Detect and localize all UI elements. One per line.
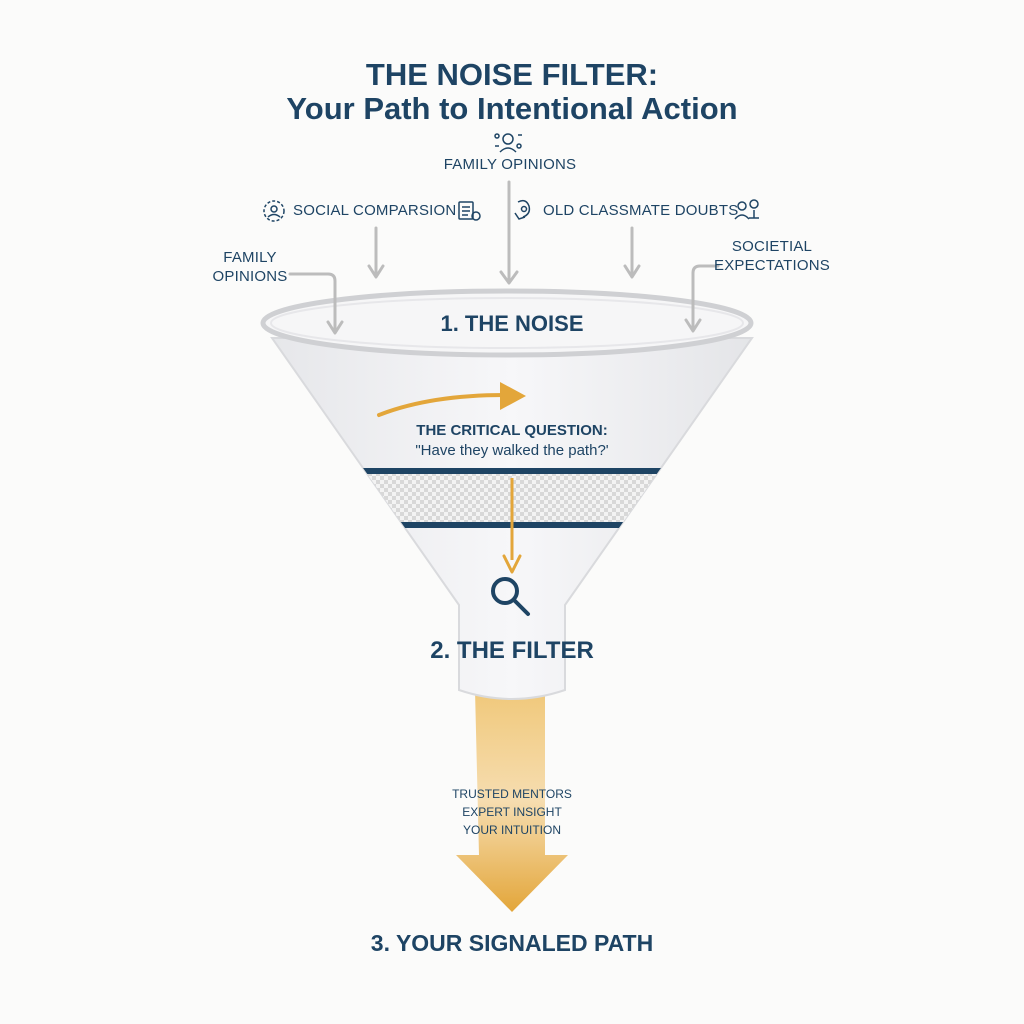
doubt-icon — [514, 199, 531, 220]
noise-source-social: SOCIAL COMPARSION — [293, 202, 457, 219]
family-left-line-2: OPINIONS — [212, 268, 288, 285]
filter-mesh — [272, 473, 752, 525]
people-pin-icon — [734, 199, 759, 220]
social-icon — [263, 200, 285, 222]
arrow-classmate — [623, 226, 641, 279]
stage-noise-label: 1. THE NOISE — [440, 311, 584, 336]
noise-source-classmate: OLD CLASSMATE DOUBTS — [543, 202, 739, 219]
arrow-social — [367, 226, 385, 279]
arrow-societal — [684, 264, 720, 333]
stage-filter-label: 2. THE FILTER — [430, 637, 594, 664]
title-line-2: Your Path to Intentional Action — [286, 91, 738, 126]
output-item: EXPERT INSIGHT — [462, 805, 562, 819]
family-left-line-1: FAMILY — [223, 249, 277, 266]
noise-source-societal: SOCIETIAL EXPECTATIONS — [712, 237, 832, 275]
output-item: YOUR INTUITION — [463, 823, 561, 837]
critical-question-label: THE CRITICAL QUESTION: — [416, 422, 608, 439]
noise-source-family-left: FAMILY OPINIONS — [200, 248, 300, 286]
arrow-top — [499, 180, 519, 285]
output-arrow — [456, 690, 568, 912]
funnel-rim — [260, 288, 754, 358]
filter-line-top — [272, 468, 752, 474]
filter-line-bottom — [272, 522, 752, 528]
people-icon — [494, 133, 522, 153]
profile-card-icon — [458, 201, 481, 221]
arrow-family-left — [288, 272, 344, 335]
title-line-1: THE NOISE FILTER: — [365, 57, 659, 92]
stage-path-label: 3. YOUR SIGNALED PATH — [370, 930, 654, 956]
societal-line-1: SOCIETIAL — [731, 238, 813, 255]
output-list: TRUSTED MENTORS EXPERT INSIGHT YOUR INTU… — [0, 785, 1024, 839]
question-arrow — [377, 393, 507, 417]
critical-question-text: "Have they walked the path?' — [415, 442, 609, 459]
output-item: TRUSTED MENTORS — [452, 787, 572, 801]
search-icon — [491, 577, 530, 616]
societal-line-2: EXPECTATIONS — [713, 257, 831, 274]
noise-source-family-top: FAMILY OPINIONS — [443, 156, 577, 173]
filter-down-arrow — [502, 478, 522, 574]
